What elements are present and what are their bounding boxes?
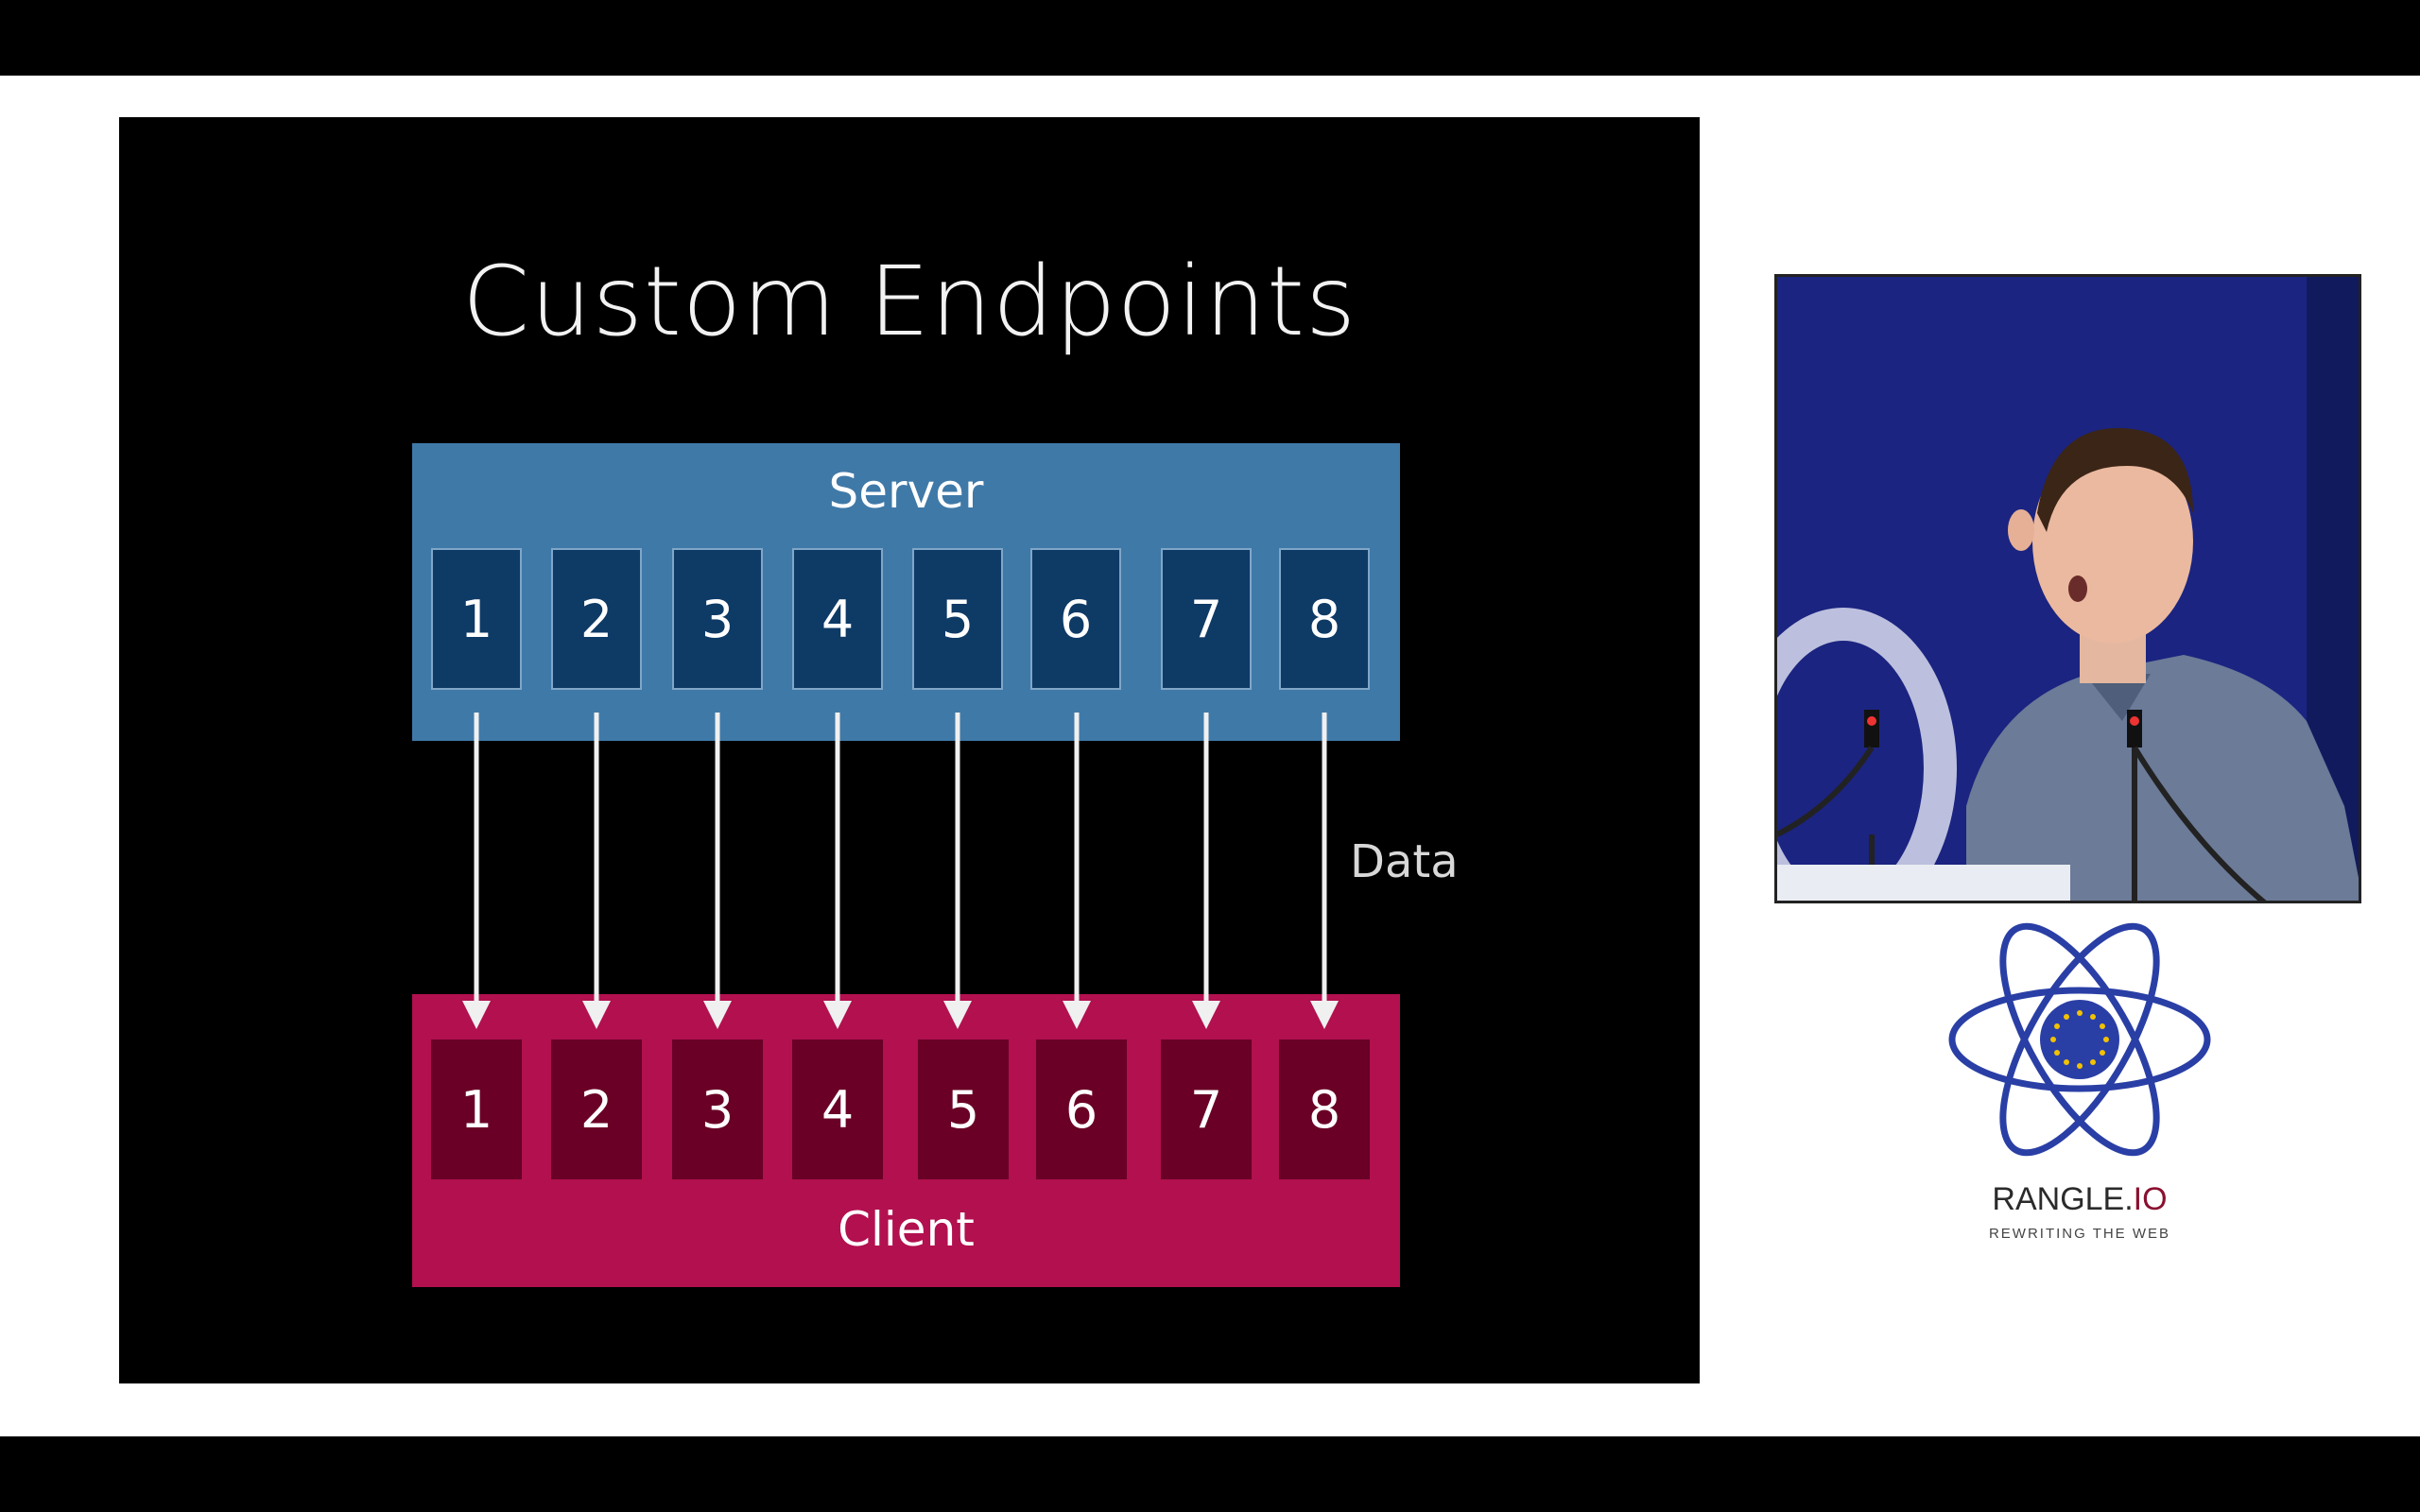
- client-endpoint: 5: [918, 1040, 1009, 1179]
- client-endpoint: 8: [1279, 1040, 1370, 1179]
- sponsor-name-main: RANGLE.: [1992, 1181, 2134, 1217]
- letterbox-top: [0, 0, 2420, 76]
- client-label: Client: [838, 1202, 975, 1257]
- client-endpoint: 2: [551, 1040, 642, 1179]
- server-endpoint: 3: [672, 548, 763, 690]
- server-endpoint: 5: [912, 548, 1003, 690]
- client-endpoint: 6: [1036, 1040, 1127, 1179]
- server-endpoint: 4: [792, 548, 883, 690]
- client-box: 1 2 3 4 5 6 7 8 Client: [412, 994, 1400, 1287]
- speaker-illustration: [1777, 277, 2359, 901]
- atom-logo-icon: [1946, 920, 2213, 1159]
- letterbox-bottom: [0, 1436, 2420, 1512]
- client-endpoint: 3: [672, 1040, 763, 1179]
- speaker-video: [1774, 274, 2361, 903]
- server-endpoint: 2: [551, 548, 642, 690]
- server-box: Server 1 2 3 4 5 6 7 8: [412, 443, 1400, 741]
- sponsor-logo: RANGLE.IO REWRITING THE WEB: [1938, 920, 2221, 1243]
- server-endpoint: 8: [1279, 548, 1370, 690]
- server-endpoint: 7: [1161, 548, 1252, 690]
- client-endpoint: 1: [431, 1040, 522, 1179]
- sponsor-name-suffix: IO: [2133, 1181, 2168, 1217]
- sponsor-tagline: REWRITING THE WEB: [1988, 1226, 2171, 1242]
- sponsor-name: RANGLE.IO: [1938, 1181, 2221, 1218]
- client-endpoint: 4: [792, 1040, 883, 1179]
- server-endpoint: 1: [431, 548, 522, 690]
- slide-title: Custom Endpoints: [461, 246, 1357, 358]
- server-label: Server: [828, 464, 984, 519]
- data-label: Data: [1350, 835, 1459, 888]
- presentation-slide: Custom Endpoints Server 1 2 3 4 5 6 7 8 …: [119, 117, 1700, 1383]
- server-endpoint: 6: [1030, 548, 1121, 690]
- client-endpoint: 7: [1161, 1040, 1252, 1179]
